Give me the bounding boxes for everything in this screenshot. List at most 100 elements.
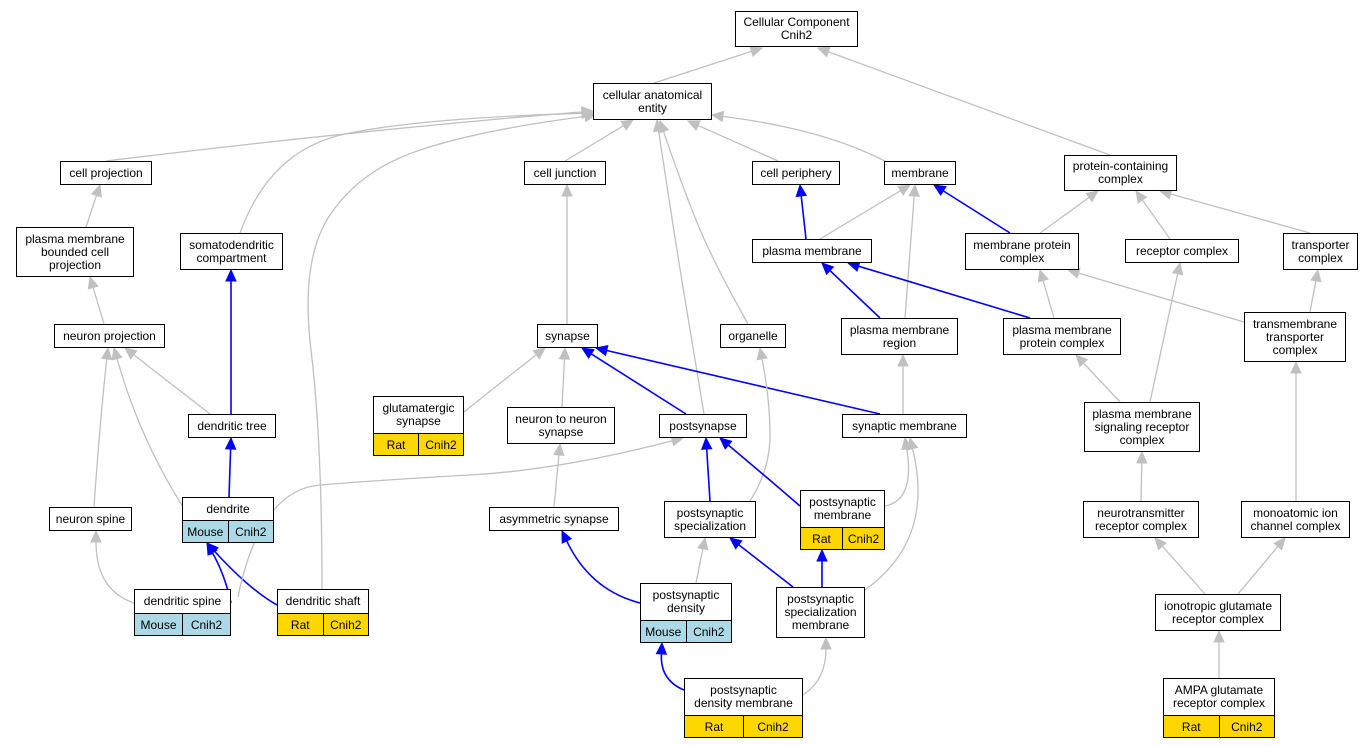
arrowhead: [816, 46, 831, 58]
arrowhead: [111, 346, 123, 361]
term-node-n2n[interactable]: neuron to neuron synapse: [507, 407, 615, 444]
term-label: membrane: [891, 165, 949, 180]
edge-is-a-psm-to-synmem: [884, 448, 910, 507]
annotation-row: Rat Cnih2: [685, 715, 802, 737]
term-node-igrc[interactable]: ionotropic glutamate receptor complex: [1155, 594, 1281, 631]
term-node-pss[interactable]: postsynaptic specialization: [664, 501, 756, 538]
annotation-gene: Cnih2: [322, 614, 369, 635]
annotation-gene: Cnih2: [685, 621, 732, 642]
term-node-ntrc[interactable]: neurotransmitter receptor complex: [1083, 501, 1199, 538]
term-label: postsynaptic density membrane: [694, 683, 793, 710]
arrowhead: [1273, 537, 1286, 551]
edge-is-a-dendrite-to-neuproj: [116, 358, 186, 511]
edge-part-of-pss-to-postsyn: [705, 448, 711, 502]
term-label: organelle: [728, 328, 778, 343]
term-label: dendritic spine: [143, 594, 222, 608]
edge-part-of-mpc-to-membrane: [942, 190, 1011, 234]
arrowhead: [710, 110, 725, 123]
edge-is-a-pmsrc-to-rc: [1149, 273, 1179, 403]
term-node-pssm[interactable]: postsynaptic specialization membrane: [776, 587, 865, 638]
term-node-dendtree[interactable]: dendritic tree: [188, 414, 276, 438]
edge-is-a-pm-to-membrane: [819, 190, 901, 240]
arrowhead: [658, 119, 670, 134]
term-node-synmem[interactable]: synaptic membrane: [842, 414, 967, 438]
term-node-neuspine[interactable]: neuron spine: [49, 507, 132, 531]
annotation-gene: Cnih2: [743, 716, 802, 737]
arrowhead: [897, 184, 912, 196]
edge-is-a-pmr-to-membrane: [904, 195, 915, 319]
term-node-pmsrc[interactable]: plasma membrane signaling receptor compl…: [1084, 402, 1200, 452]
edge-is-a-postsyn-to-cae: [657, 130, 705, 415]
term-node-cellper[interactable]: cell periphery: [752, 161, 840, 185]
term-label: dendritic shaft: [285, 594, 361, 608]
term-node-cellproj[interactable]: cell projection: [60, 161, 152, 185]
term-node-postsyn[interactable]: postsynapse: [659, 414, 747, 438]
term-node-ttc[interactable]: transmembrane transporter complex: [1244, 312, 1346, 362]
edge-part-of-pm-to-cellper: [800, 195, 807, 240]
annotation-species: Rat: [704, 719, 724, 734]
term-node-neuproj[interactable]: neuron projection: [54, 324, 165, 348]
term-node-pm[interactable]: plasma membrane: [752, 239, 872, 263]
term-label: ionotropic glutamate receptor complex: [1163, 598, 1273, 626]
edge-is-a-ttc-to-mpc: [1078, 272, 1245, 323]
term-node-pcc[interactable]: protein-containing complex: [1064, 155, 1177, 191]
term-node-organelle[interactable]: organelle: [720, 324, 786, 348]
edge-is-a-n2n-to-synapse: [561, 358, 566, 408]
term-node-pmr[interactable]: plasma membrane region: [841, 318, 958, 355]
term-node-pmbcp[interactable]: plasma membrane bounded cell projection: [16, 227, 134, 277]
term-node-mic[interactable]: monoatomic ion channel complex: [1241, 501, 1350, 538]
arrowhead: [583, 110, 598, 123]
arrowhead: [897, 353, 909, 367]
arrowhead: [87, 275, 99, 290]
term-node-pmpc[interactable]: plasma membrane protein complex: [1003, 318, 1121, 355]
term-label: neuron spine: [55, 511, 126, 526]
arrowhead: [225, 268, 237, 282]
edge-is-a-rc-to-pcc: [1141, 199, 1171, 240]
edge-is-a-asymsyn-to-n2n: [553, 454, 560, 508]
arrowhead: [686, 120, 701, 131]
term-node-celljunc[interactable]: cell junction: [524, 161, 606, 185]
term-node-somato[interactable]: somatodendritic compartment: [180, 233, 283, 270]
arrowhead: [1310, 268, 1322, 283]
edge-is-a-pcc-to-cc: [828, 51, 1111, 156]
edge-part-of-psm-to-postsyn: [727, 444, 801, 507]
edge-part-of-postsyn-to-synapse: [590, 353, 687, 415]
arrowhead: [1171, 261, 1184, 276]
term-node-synapse[interactable]: synapse: [537, 324, 598, 348]
term-node-membrane[interactable]: membrane: [884, 161, 956, 185]
annotation-species: Mouse: [140, 617, 177, 632]
annotation-species: Rat: [812, 531, 831, 546]
arrowhead: [795, 183, 808, 198]
term-node-cae[interactable]: cellular anatomical entity: [593, 83, 712, 120]
edge-part-of-psd-to-asymsyn: [565, 540, 641, 604]
edge-is-a-tc-to-pcc: [1170, 193, 1311, 234]
term-node-rc[interactable]: receptor complex: [1125, 239, 1239, 263]
annotation-species: Rat: [1181, 719, 1201, 734]
edge-is-a-dendtree-to-neuproj: [133, 354, 211, 415]
arrowhead: [816, 548, 828, 562]
term-node-cc[interactable]: Cellular Component Cnih2: [735, 11, 858, 47]
edge-is-a-cellproj-to-cae: [105, 111, 583, 162]
term-node-asymsyn[interactable]: asymmetric synapse: [489, 507, 619, 531]
arrowhead: [580, 347, 595, 360]
edge-is-a-neuproj-to-pmbcp: [92, 287, 105, 325]
arrowhead: [561, 529, 573, 544]
term-label: cell periphery: [760, 165, 832, 180]
term-label: cell junction: [533, 165, 597, 180]
arrowhead: [124, 347, 138, 360]
term-node-mpc[interactable]: membrane protein complex: [965, 233, 1079, 270]
edge-part-of-pssm-to-pss: [738, 544, 794, 588]
term-node-tc[interactable]: transporter complex: [1283, 233, 1358, 270]
arrowhead: [561, 183, 573, 197]
